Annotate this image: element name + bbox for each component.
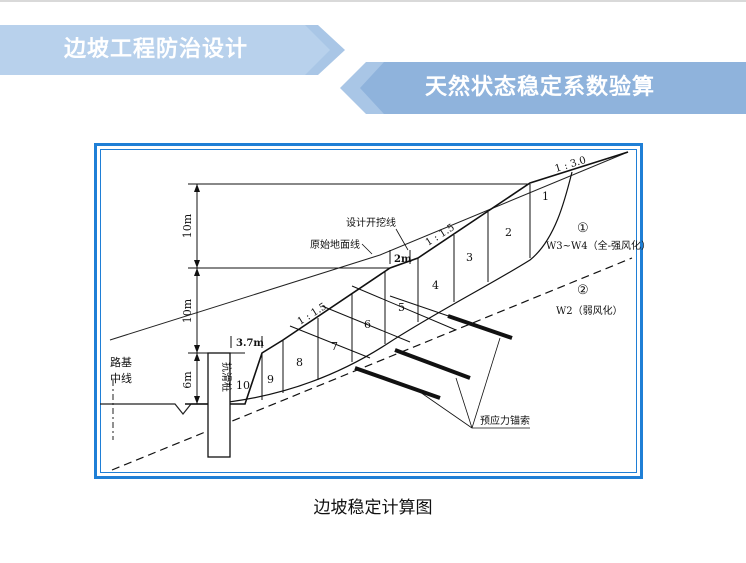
slide-title-banner-inner <box>360 62 746 114</box>
slice-number: 7 <box>331 340 338 353</box>
dim-middle-height: 10m <box>181 298 194 323</box>
stratum-2-marker: ② <box>577 283 589 298</box>
figure-caption: 边坡稳定计算图 <box>313 498 433 518</box>
arrow <box>194 260 200 268</box>
anchor-leaders <box>419 337 530 429</box>
label-anti-slide-pile: 抗滑桩 <box>220 362 233 392</box>
label-prestressed-anchor: 预应力锚索 <box>480 414 530 427</box>
arrow <box>194 353 200 361</box>
original-ground-line <box>109 151 629 341</box>
stratum-1-marker: ① <box>577 221 589 236</box>
arrow <box>194 184 200 192</box>
slice-number: 2 <box>505 226 512 239</box>
slice-numbers: 1 2 3 4 5 6 7 8 9 10 <box>236 190 549 392</box>
leader-line <box>455 377 473 429</box>
slope-ratio-top: 1 : 3.0 <box>554 155 588 175</box>
figure-inner-frame <box>100 149 637 473</box>
slice-number: 5 <box>398 301 405 314</box>
anchor <box>389 295 467 323</box>
stratum-boundary <box>111 257 633 471</box>
slide-title: 天然状态稳定系数验算 <box>425 75 656 100</box>
slice-number: 8 <box>296 356 303 369</box>
section-title: 边坡工程防治设计 <box>64 37 249 62</box>
stratum-2-name: W2（弱风化） <box>556 304 623 317</box>
section-banner-highlight <box>0 25 330 75</box>
anchor <box>354 366 441 400</box>
leader-line <box>419 391 473 429</box>
design-cut-line <box>185 151 629 405</box>
figure-frame <box>94 143 643 479</box>
slip-surface <box>209 171 573 405</box>
slice-lines <box>229 184 531 404</box>
arrow <box>194 345 200 353</box>
prestressed-anchors <box>289 285 513 400</box>
label-original-ground: 原始地面线 <box>310 238 360 251</box>
anchor <box>351 285 457 331</box>
anchor <box>321 305 411 343</box>
dim-berm-lower: 3.7m <box>236 338 264 349</box>
slope-ratio-lower: 1 : 1.5 <box>296 301 329 327</box>
anchor <box>289 325 371 359</box>
dim-lower-height: 6m <box>181 371 194 389</box>
leader-line <box>471 337 501 429</box>
dimension-arrows <box>194 184 200 404</box>
top-border <box>0 0 746 2</box>
slice-number: 6 <box>364 318 371 331</box>
dim-upper-height: 10m <box>181 213 194 238</box>
leader-line <box>395 228 409 251</box>
label-design-cut-line: 设计开挖线 <box>346 216 396 229</box>
slice-number: 10 <box>236 379 250 392</box>
arrow <box>194 268 200 276</box>
slice-number: 1 <box>542 190 549 203</box>
arrow <box>194 396 200 404</box>
leader-line <box>361 243 373 255</box>
slice-number: 3 <box>466 251 473 264</box>
label-road-center-1: 路基 <box>110 356 132 369</box>
stratum-1-name: W3~W4（全-强风化） <box>546 239 651 252</box>
label-road-center-2: 中线 <box>110 371 132 385</box>
anchor <box>394 348 471 380</box>
road-surface <box>100 403 210 415</box>
slice-number: 4 <box>432 279 439 292</box>
dim-berm-upper: 2m <box>394 254 412 265</box>
slice-number: 9 <box>267 373 274 386</box>
